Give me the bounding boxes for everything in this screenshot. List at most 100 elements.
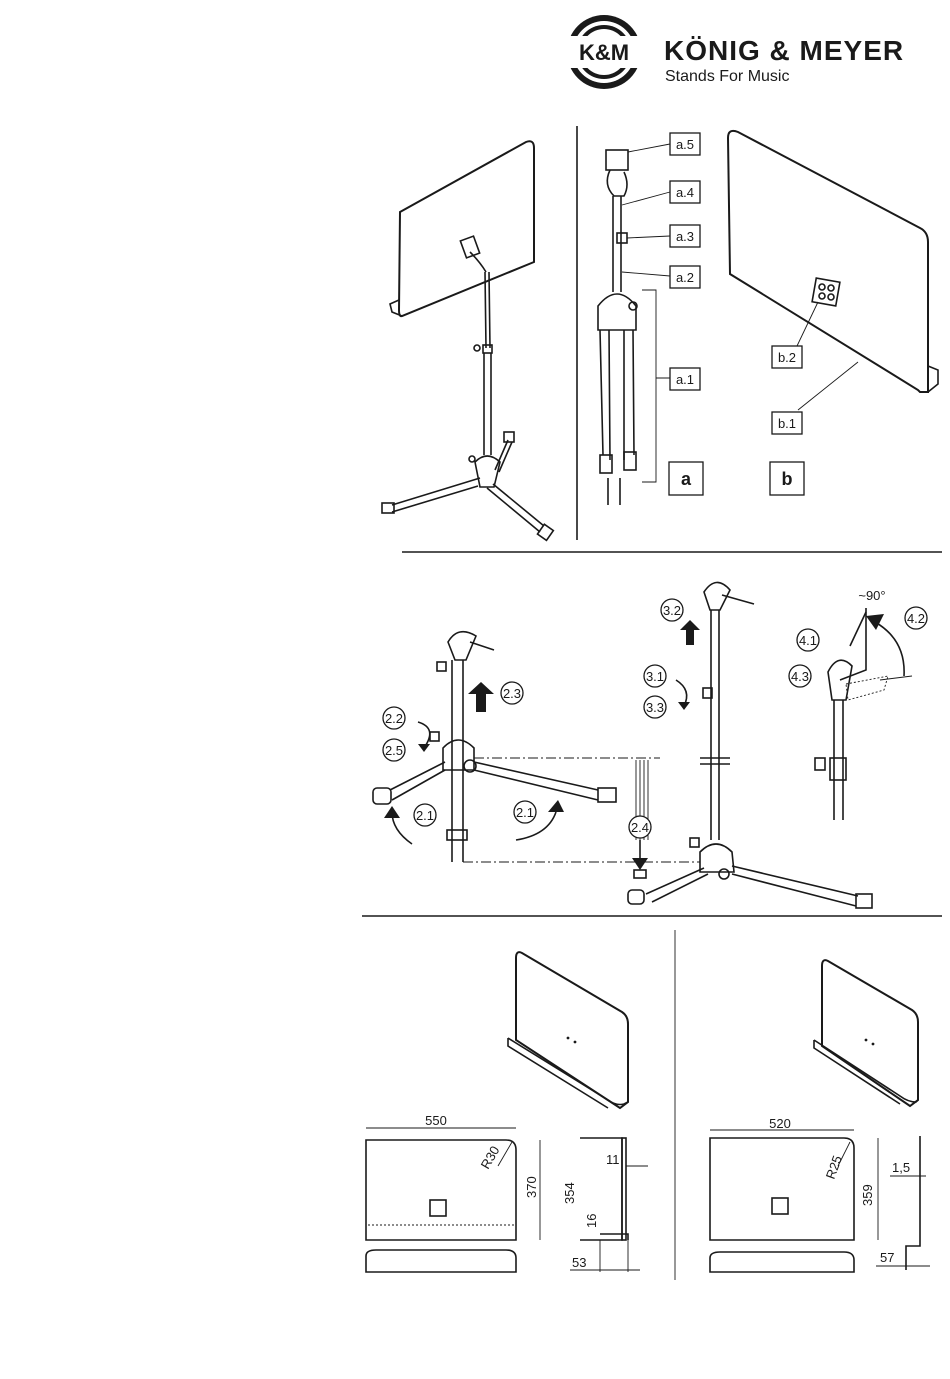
- arrow-head-2-1-left: [384, 806, 400, 818]
- upper-tube: [485, 272, 490, 348]
- arrow-head-2-1-right: [548, 800, 564, 812]
- leg-right: [487, 484, 544, 532]
- holder-2: [448, 632, 476, 660]
- iso-hole-2: [574, 1041, 577, 1044]
- knob-4: [815, 758, 825, 770]
- foot-back: [504, 432, 514, 442]
- dim-left-radius: R30: [478, 1143, 503, 1171]
- callout-a1: a.1: [676, 372, 694, 387]
- foot-3-right: [856, 894, 872, 908]
- figure-parts-a: [598, 144, 670, 505]
- label-b: b: [782, 469, 793, 489]
- arrow-head-4-2: [866, 614, 884, 630]
- dim-left-depth: 53: [572, 1255, 586, 1270]
- hub-2: [443, 740, 474, 770]
- foot-right: [537, 524, 553, 540]
- tube-joint-3: [700, 758, 730, 764]
- hub-knob-3: [690, 838, 699, 847]
- arrow-4-2: [875, 622, 904, 676]
- hub-knob-2: [430, 732, 439, 741]
- callout-a3: a.3: [676, 229, 694, 244]
- holder-plate-2: [470, 642, 494, 650]
- step-labels: 2.2 2.5 2.3 2.1 2.1 2.4 3.2 3.1 3.3 4.1 …: [383, 588, 927, 838]
- km-logo: K&M: [566, 15, 642, 89]
- foot-3-left: [628, 890, 644, 904]
- leg-back: [495, 440, 512, 472]
- stem-bottom: [608, 478, 620, 505]
- desk-left-side: [622, 1138, 626, 1240]
- dim-right-width: 520: [769, 1116, 791, 1131]
- arrow-head-2-4: [632, 858, 648, 870]
- step-3-1: 3.1: [646, 669, 664, 684]
- arrow-up-2-3: [468, 682, 494, 712]
- step-4-3: 4.3: [791, 669, 809, 684]
- tube-2: [452, 660, 463, 862]
- arrow-up-3-2: [680, 620, 700, 645]
- stem-2-4: [634, 870, 646, 878]
- step-2-2: 2.2: [385, 711, 403, 726]
- arrow-head-3: [678, 702, 690, 710]
- figure-assembled-stand: [382, 141, 553, 540]
- angle-ref-line: [880, 676, 912, 680]
- desk-right-bottom: [710, 1252, 854, 1272]
- logo-text: K&M: [579, 40, 629, 65]
- desk-drawing-right: [710, 960, 930, 1272]
- iso-hole-1: [567, 1037, 570, 1040]
- figure-assembly-step-4: [815, 608, 912, 820]
- iso-hole-3: [865, 1039, 868, 1042]
- desk-panel: [399, 141, 534, 316]
- dim-left-width: 550: [425, 1113, 447, 1128]
- step-3-3: 3.3: [646, 700, 664, 715]
- dim-left-side-height: 354: [562, 1182, 577, 1204]
- step-2-5: 2.5: [385, 743, 403, 758]
- desk-b-ledge: [928, 366, 938, 392]
- lower-tube: [484, 353, 491, 455]
- figure-desk-b: [728, 131, 938, 410]
- holder-plate-3: [722, 595, 754, 604]
- step-3-2: 3.2: [663, 603, 681, 618]
- holder-4: [828, 660, 852, 700]
- part-a4-tube: [613, 196, 621, 292]
- figure-assembly-step-3: [628, 582, 872, 908]
- leg-2-left: [390, 762, 445, 800]
- leg-2-right: [474, 762, 598, 800]
- hub-3: [700, 844, 734, 872]
- iso-hole-4: [872, 1043, 875, 1046]
- foot-2-right: [598, 788, 616, 802]
- part-a1-hub: [598, 294, 636, 330]
- dim-right-height: 359: [860, 1184, 875, 1206]
- desk-left-side-foot: [600, 1234, 628, 1240]
- front-mount: [430, 1200, 446, 1216]
- desk-drawing-left: [366, 952, 648, 1272]
- folded-legs: [600, 330, 634, 460]
- hub-pin-3: [719, 869, 729, 879]
- plate-4-edge: [850, 612, 866, 646]
- step-4-2: 4.2: [907, 611, 925, 626]
- leg-3-right: [732, 866, 858, 906]
- tube-4: [834, 700, 843, 820]
- desk-right-front: [710, 1138, 854, 1240]
- callout-a5: a.5: [676, 137, 694, 152]
- callout-b2: b.2: [778, 350, 796, 365]
- tube-3: [711, 610, 719, 840]
- brand-name: KÖNIG & MEYER: [664, 35, 904, 66]
- arrow-head-2-2: [418, 744, 430, 752]
- step-2-3: 2.3: [503, 686, 521, 701]
- label-a: a: [681, 469, 692, 489]
- desk-left-bottom: [366, 1250, 516, 1272]
- hub-screw: [469, 456, 475, 462]
- tube-clamp-2: [447, 830, 467, 840]
- dim-right-depth: 57: [880, 1250, 894, 1265]
- leader-a3: [627, 236, 670, 238]
- step-2-1b: 2.1: [516, 805, 534, 820]
- step-2-4: 2.4: [631, 820, 649, 835]
- leg-left: [392, 478, 480, 512]
- front-mount-right: [772, 1198, 788, 1214]
- step-2-1a: 2.1: [416, 808, 434, 823]
- desk-left-iso: [516, 952, 628, 1108]
- step-4-1: 4.1: [799, 633, 817, 648]
- dim-left-height: 370: [524, 1176, 539, 1198]
- leader-a2: [622, 272, 670, 276]
- dim-right-thickness: 1,5: [892, 1160, 910, 1175]
